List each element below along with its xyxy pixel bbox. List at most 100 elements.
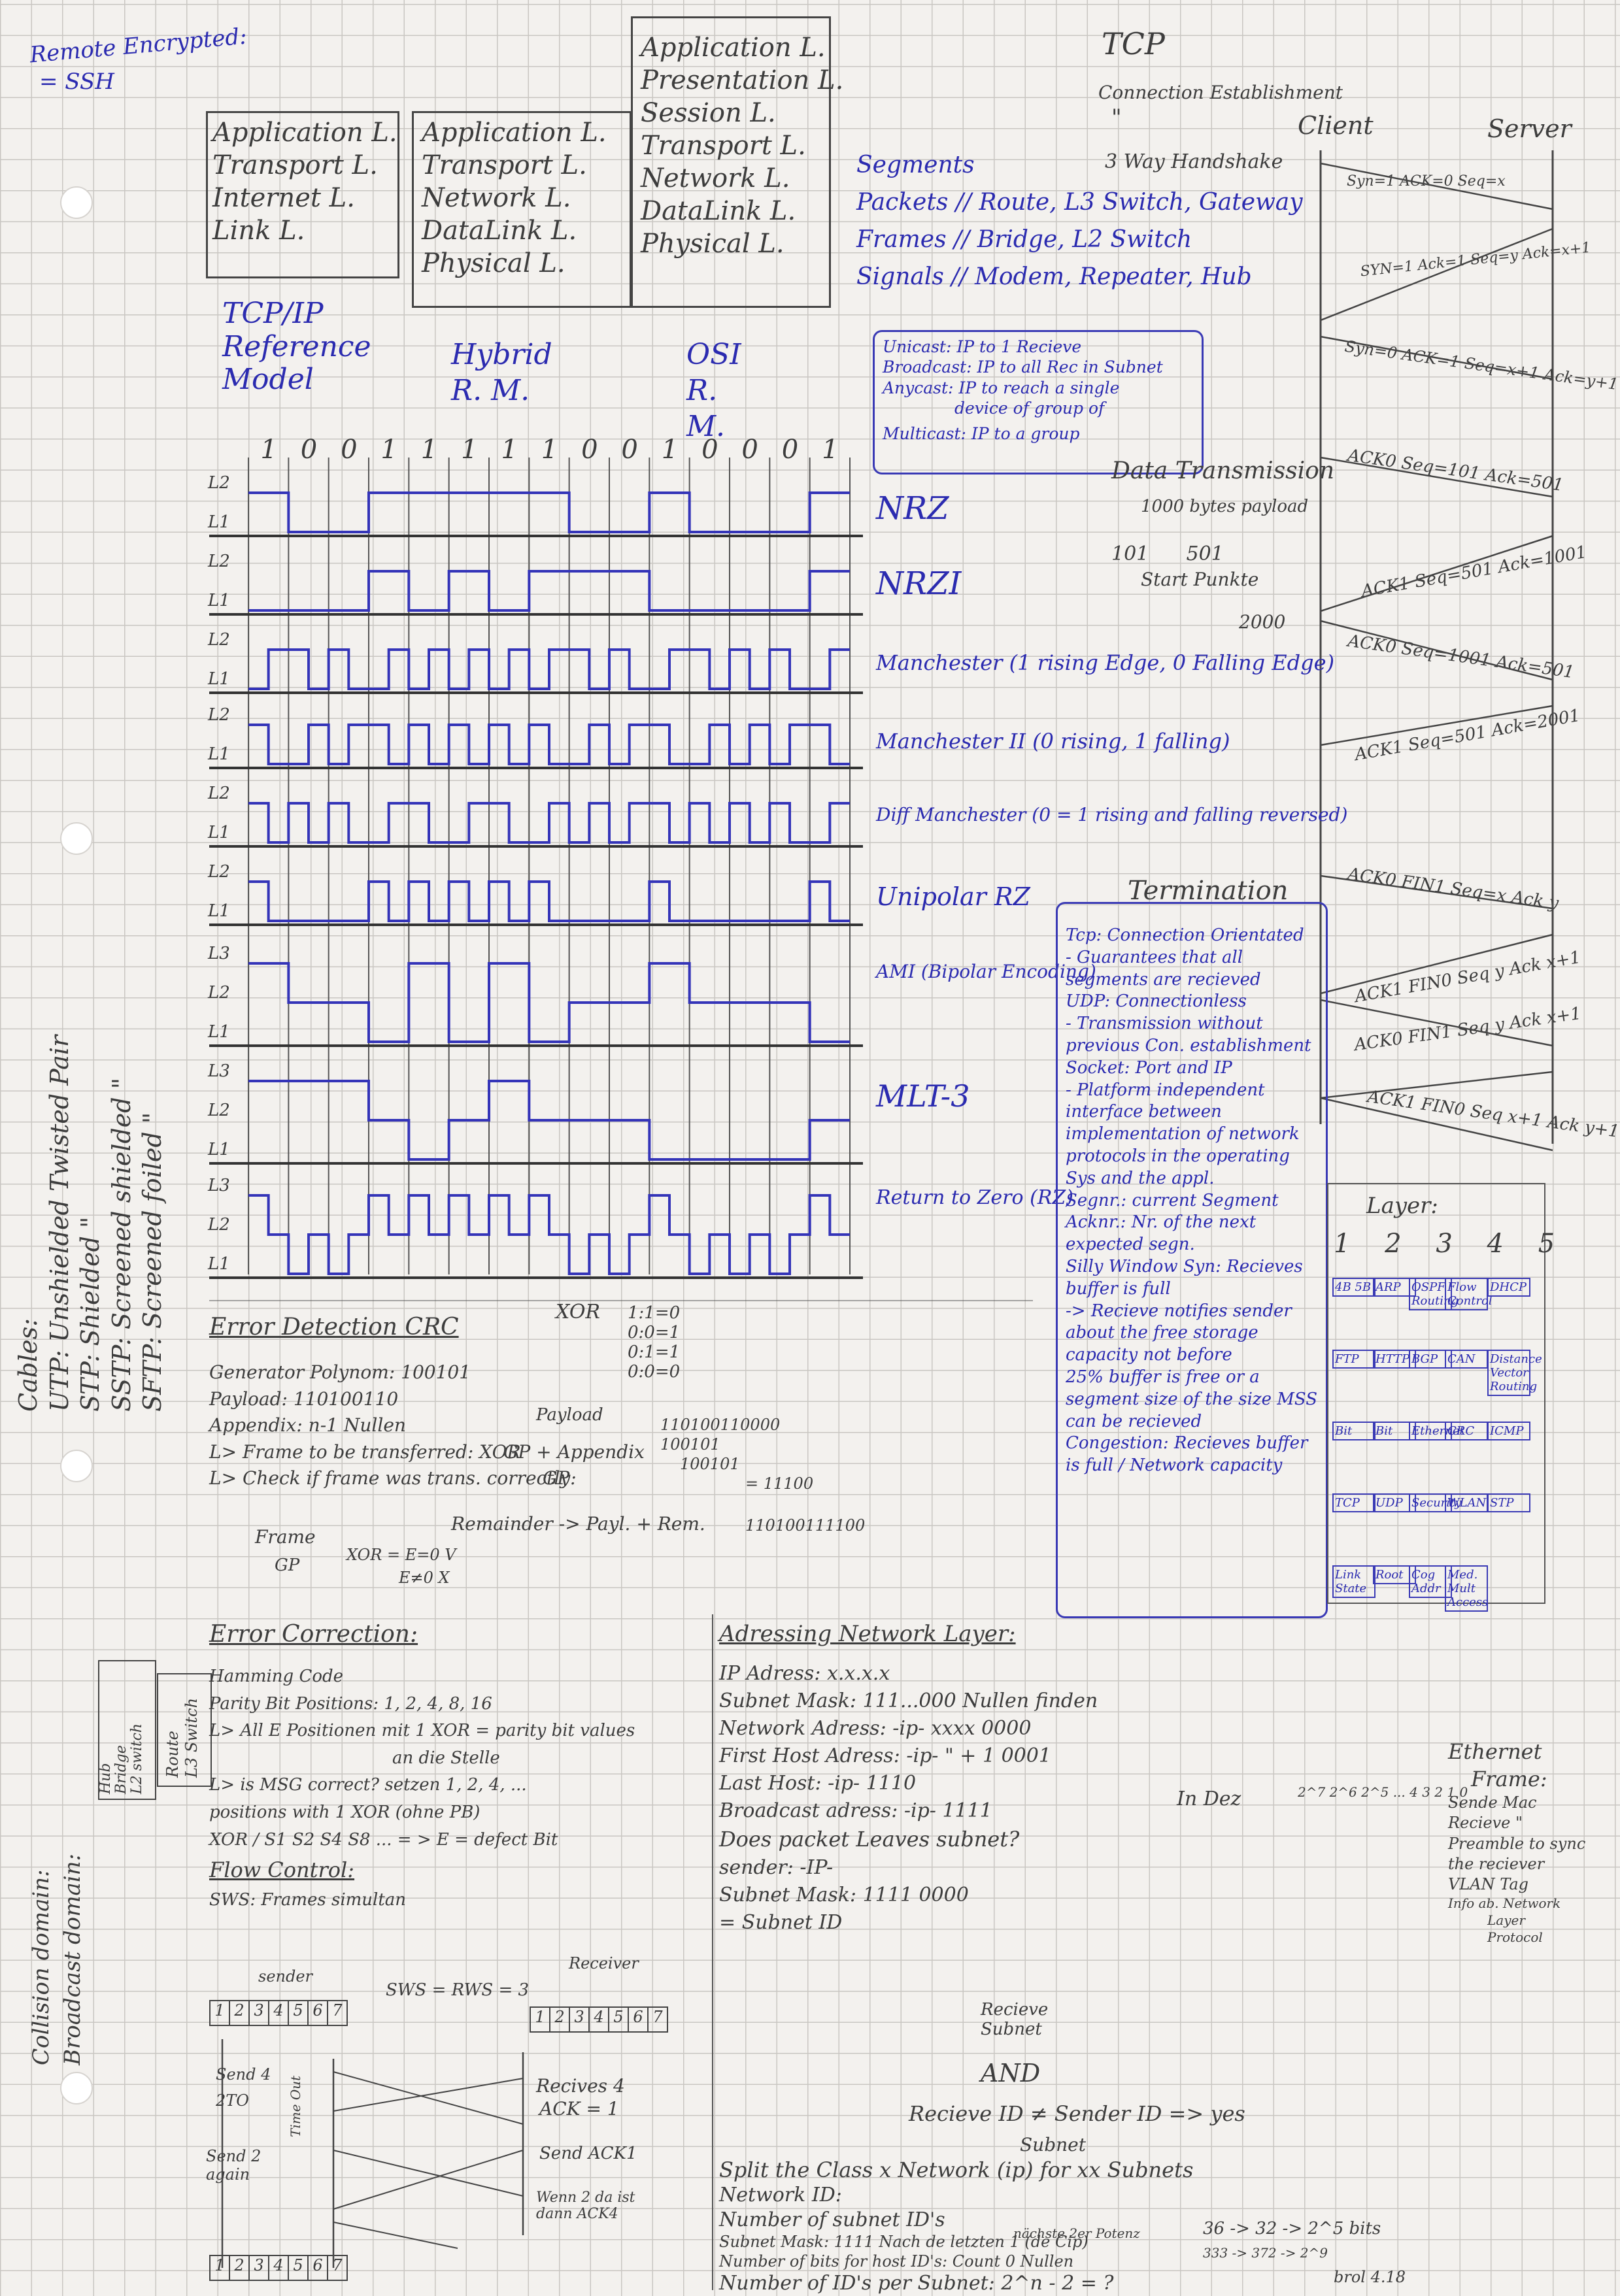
- tcp-arrow: [1320, 874, 1553, 910]
- na-line: Network ID:: [719, 2184, 842, 2206]
- na-line: sender: -IP-: [719, 1855, 834, 1879]
- ec-event: Recives 4: [536, 2075, 625, 2097]
- layer-item: Cog Addr: [1409, 1565, 1452, 1598]
- ec-event: Wenn 2 da ist dann ACK4: [536, 2189, 635, 2222]
- cable-item: SFTP: Screened foiled ": [138, 1112, 167, 1412]
- level-label: L1: [208, 744, 230, 764]
- tcp-arrow-label: Syn=1 ACK=0 Seq=x: [1347, 173, 1506, 190]
- tcp-arrow: [1320, 999, 1553, 1047]
- na-lines: IP Adress: x.x.x.x Subnet Mask: 111...00…: [719, 1660, 1098, 1937]
- frame-cell: 5: [288, 2255, 309, 2281]
- crc-frame-err: E≠0 X: [399, 1569, 450, 1587]
- layer-item: ICMP: [1487, 1422, 1530, 1440]
- ec-line: an die Stelle: [392, 1748, 500, 1768]
- na-and: AND: [981, 2059, 1041, 2088]
- osi-layers: Application L. Presentation L. Session L…: [641, 31, 843, 260]
- crc-xor-row: 0:0=1: [628, 1322, 681, 1342]
- frame-cell: 4: [588, 2006, 609, 2033]
- na-line: Does packet Leaves subnet?: [719, 1827, 1020, 1852]
- level-label: L2: [208, 1101, 230, 1120]
- ethernet-line: Preamble to sync: [1448, 1834, 1586, 1853]
- addressing-line: device of group of: [954, 398, 1105, 418]
- level-label: L2: [208, 705, 230, 725]
- tcp-arrow: [1320, 1071, 1553, 1099]
- tcp-arrow: [1320, 1097, 1553, 1152]
- ethernet-line: Sende Mac: [1448, 1793, 1537, 1812]
- crc-lines: Generator Polynom: 100101 Payload: 11010…: [209, 1359, 577, 1492]
- na-line: Subnet Mask: 1111 0000: [719, 1883, 969, 1906]
- pdu-item: Segments: [856, 152, 975, 178]
- pdu-item: Frames // Bridge, L2 Switch: [856, 226, 1192, 253]
- frame-cell: 6: [307, 2255, 328, 2281]
- domains-block: Collision domain: Broadcast domain:: [26, 1854, 88, 2065]
- layer-item: Root: [1373, 1565, 1416, 1584]
- ethernet-line: Protocol: [1487, 1929, 1543, 1946]
- crc-payload: Payload: [536, 1405, 603, 1425]
- tcp-arrow: [1320, 705, 1553, 746]
- addressing-line: Anycast: IP to reach a single: [883, 378, 1120, 397]
- level-label: L3: [208, 1176, 230, 1195]
- crc-result: 110100111100: [745, 1516, 866, 1535]
- crc-xor-row: 0:0=0: [628, 1361, 681, 1382]
- ec-event: ACK = 1: [539, 2098, 619, 2120]
- ec-event: Send 4: [216, 2065, 271, 2084]
- crc-xor-row: 1:1=0: [628, 1303, 681, 1323]
- flow-arrow: [333, 2071, 524, 2125]
- bit-label: 0: [341, 435, 358, 465]
- layer-item: BGP: [1409, 1350, 1452, 1369]
- pdu-item: Packets // Route, L3 Switch, Gateway: [856, 189, 1303, 216]
- level-label: L3: [208, 944, 230, 963]
- tcp-data-transmission: Data Transmission: [1111, 458, 1335, 484]
- tcp-udp-line: Socket: Port and IP: [1066, 1057, 1232, 1078]
- crc-calc-row: 100101: [680, 1455, 740, 1473]
- crc-gp: GP: [543, 1467, 570, 1489]
- collision-box: [98, 1660, 156, 1800]
- layer-item: FTP: [1332, 1350, 1375, 1369]
- tcp-ditto: ": [1111, 105, 1122, 131]
- crc-formula: GP + Appendix: [503, 1441, 645, 1463]
- punch-hole: [60, 822, 93, 855]
- ec-receiver: Receiver: [569, 1954, 639, 1972]
- na-broll: brol 4.18: [1334, 2268, 1406, 2286]
- ec-line: L> is MSG correct? setzen 1, 2, 4, ...: [209, 1775, 527, 1795]
- layer-item: Ethernet: [1409, 1422, 1464, 1440]
- na-powers: 2^7 2^6 2^5 ... 4 3 2 1 0: [1298, 1784, 1468, 1800]
- tcp-udp-box: [1056, 902, 1328, 1618]
- level-label: L1: [208, 512, 230, 532]
- bit-label: 1: [420, 435, 438, 465]
- hybrid-layer: Transport L.: [422, 150, 587, 180]
- crc-line: L> Check if frame was trans. correctly:: [209, 1467, 577, 1489]
- layer-item: Bit: [1373, 1422, 1416, 1440]
- layer-item: Security: [1409, 1493, 1461, 1512]
- frame-cell: 4: [268, 2000, 289, 2026]
- osi-layer: Network L.: [641, 163, 790, 193]
- level-label: L2: [208, 1215, 230, 1235]
- collision-item: Hub: [97, 1763, 114, 1794]
- broadcast-box: [157, 1673, 212, 1787]
- pdu-list: Segments Packets // Route, L3 Switch, Ga…: [856, 150, 1303, 291]
- tcp-udp-line: Tcp: Connection Orientated: [1066, 925, 1304, 945]
- bit-label: 1: [380, 435, 397, 465]
- diff-manchester-signal: [248, 802, 850, 844]
- encoding-name-nrzi: NRZI: [876, 565, 962, 602]
- crc-xor-table: 1:1=0 0:0=1 0:1=1 0:0=0: [628, 1303, 681, 1382]
- tcp-udp-line: Acknr.: Nr. of the next expected segn.: [1066, 1212, 1257, 1255]
- na-bits: 36 -> 32 -> 2^5 bits: [1203, 2219, 1381, 2238]
- level-label: L2: [208, 983, 230, 1003]
- bit-label: 1: [461, 435, 478, 465]
- broadcast-item: L3 Switch: [182, 1697, 201, 1778]
- layer-item: Distance Vector Routing: [1487, 1350, 1542, 1396]
- frame-cell: 6: [628, 2006, 649, 2033]
- ec-sender: sender: [258, 1967, 313, 1986]
- ec-line: Parity Bit Positions: 1, 2, 4, 8, 16: [209, 1693, 492, 1714]
- tcpip-layer: Link L.: [212, 216, 305, 246]
- na-title: Adressing Network Layer:: [719, 1621, 1016, 1647]
- tcpip-layer: Transport L.: [212, 150, 378, 180]
- cable-item: SSTP: Screened shielded ": [107, 1077, 136, 1412]
- bit-label: 0: [300, 435, 318, 465]
- na-in-dez: In Dez: [1177, 1788, 1241, 1810]
- layer-item: Bit: [1332, 1422, 1375, 1440]
- bit-label: 1: [260, 435, 277, 465]
- ec-sws: SWS = RWS = 3: [386, 1980, 530, 2000]
- na-line: Number of ID's per Subnet: 2^n - 2 = ?: [719, 2272, 1114, 2295]
